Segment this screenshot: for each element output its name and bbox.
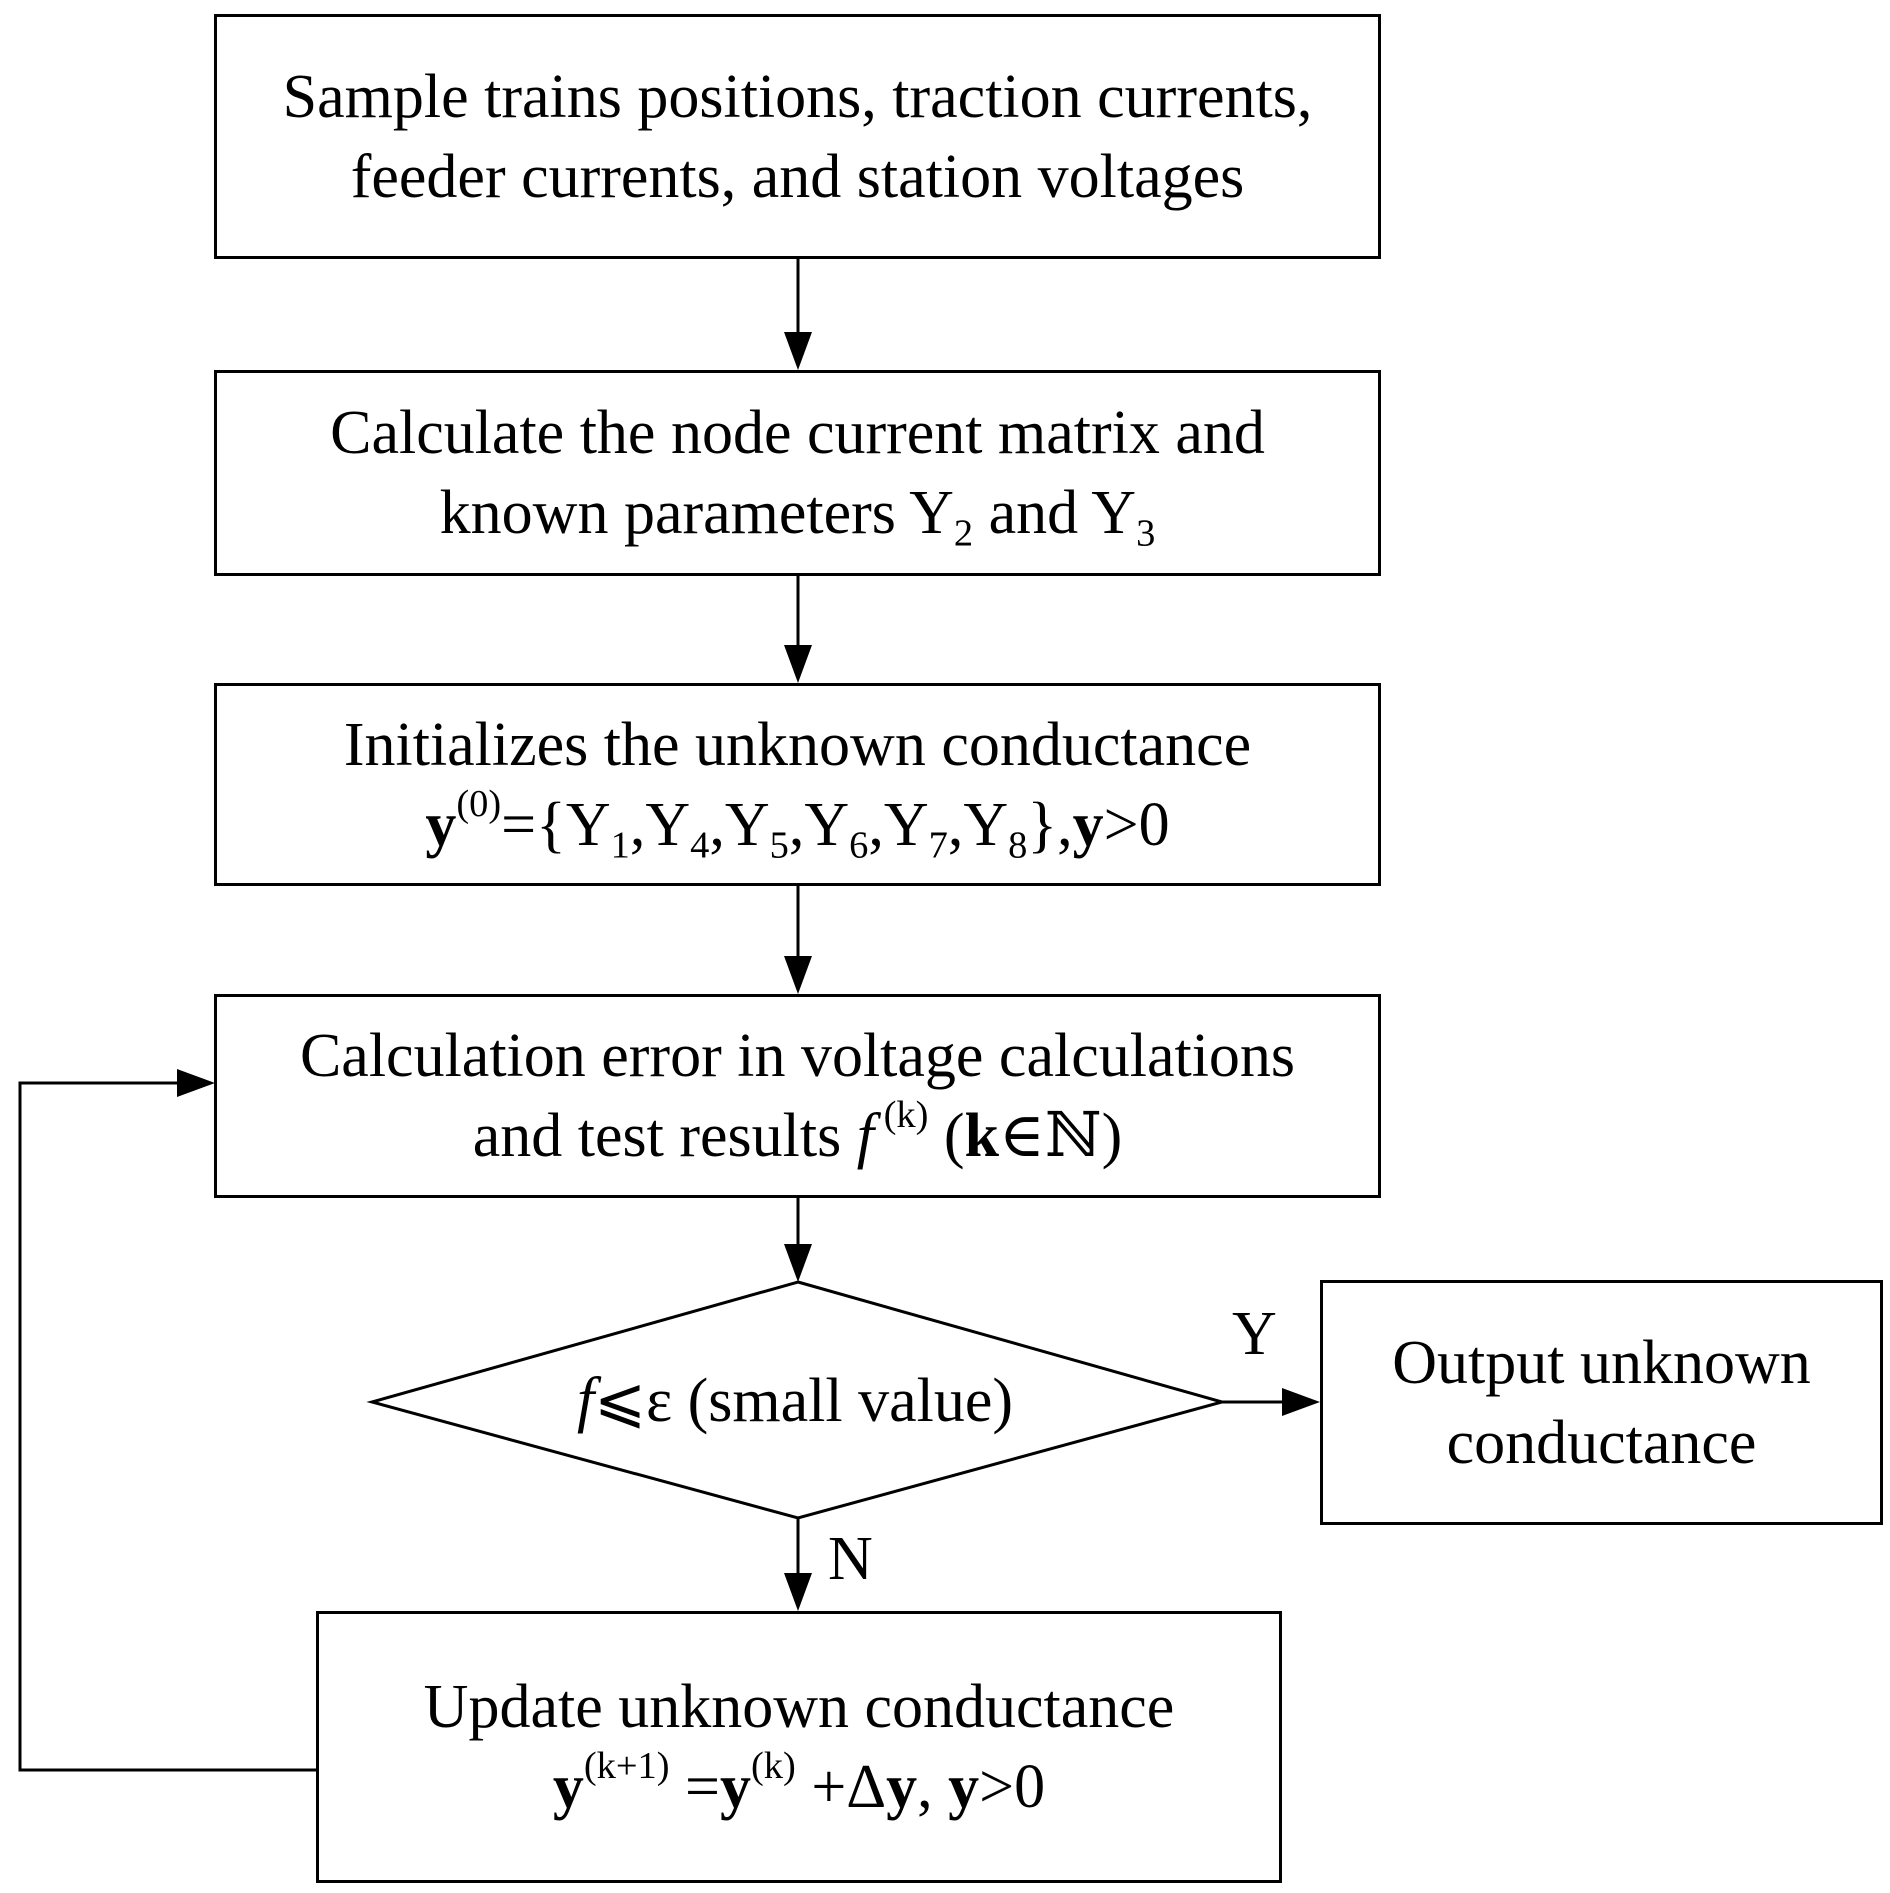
step-sample-line2: feeder currents, and station voltages <box>350 142 1245 211</box>
update-line2: y(k+1) =y(k) +Δy, y>0 <box>552 1745 1046 1821</box>
loop-back-connector <box>18 1081 316 1772</box>
step-calculate-line1: Calculate the node current matrix and <box>330 399 1265 467</box>
step-sample-box: Sample trains positions, traction curren… <box>214 14 1381 259</box>
arrowhead-2-3 <box>784 645 812 683</box>
no-label: N <box>828 1525 873 1593</box>
arrowhead-no <box>784 1573 812 1611</box>
step-sample-line1: Sample trains positions, traction curren… <box>282 62 1313 131</box>
yes-label: Y <box>1232 1300 1277 1368</box>
step-calculate-line2: known parameters Y2 and Y3 <box>439 479 1156 555</box>
step-error-box: Calculation error in voltage calculation… <box>214 994 1381 1198</box>
output-line1: Output unknown <box>1392 1328 1811 1397</box>
output-box: Output unknown conductance <box>1320 1280 1883 1525</box>
arrowhead-yes <box>1282 1388 1320 1416</box>
arrowhead-loop <box>177 1069 215 1097</box>
step-initialize-line2: y(0)={Y1,Y4,Y5,Y6,Y7,Y8},y>0 <box>425 782 1170 866</box>
step-initialize-box: Initializes the unknown conductance y(0)… <box>214 683 1381 886</box>
step-error-line1: Calculation error in voltage calculation… <box>299 1022 1296 1090</box>
arrowhead-1-2 <box>784 332 812 370</box>
step-calculate-box: Calculate the node current matrix and kn… <box>214 370 1381 576</box>
arrowhead-4-decision <box>784 1244 812 1282</box>
update-box: Update unknown conductance y(k+1) =y(k) … <box>316 1611 1282 1883</box>
step-initialize-line1: Initializes the unknown conductance <box>343 710 1252 779</box>
output-line2: conductance <box>1446 1408 1757 1477</box>
step-error-line2: and test results f (k) (k∈ℕ) <box>472 1094 1123 1170</box>
update-line1: Update unknown conductance <box>423 1673 1175 1741</box>
decision-condition: f⩽ε (small value) <box>576 1365 1014 1436</box>
arrowhead-3-4 <box>784 956 812 994</box>
